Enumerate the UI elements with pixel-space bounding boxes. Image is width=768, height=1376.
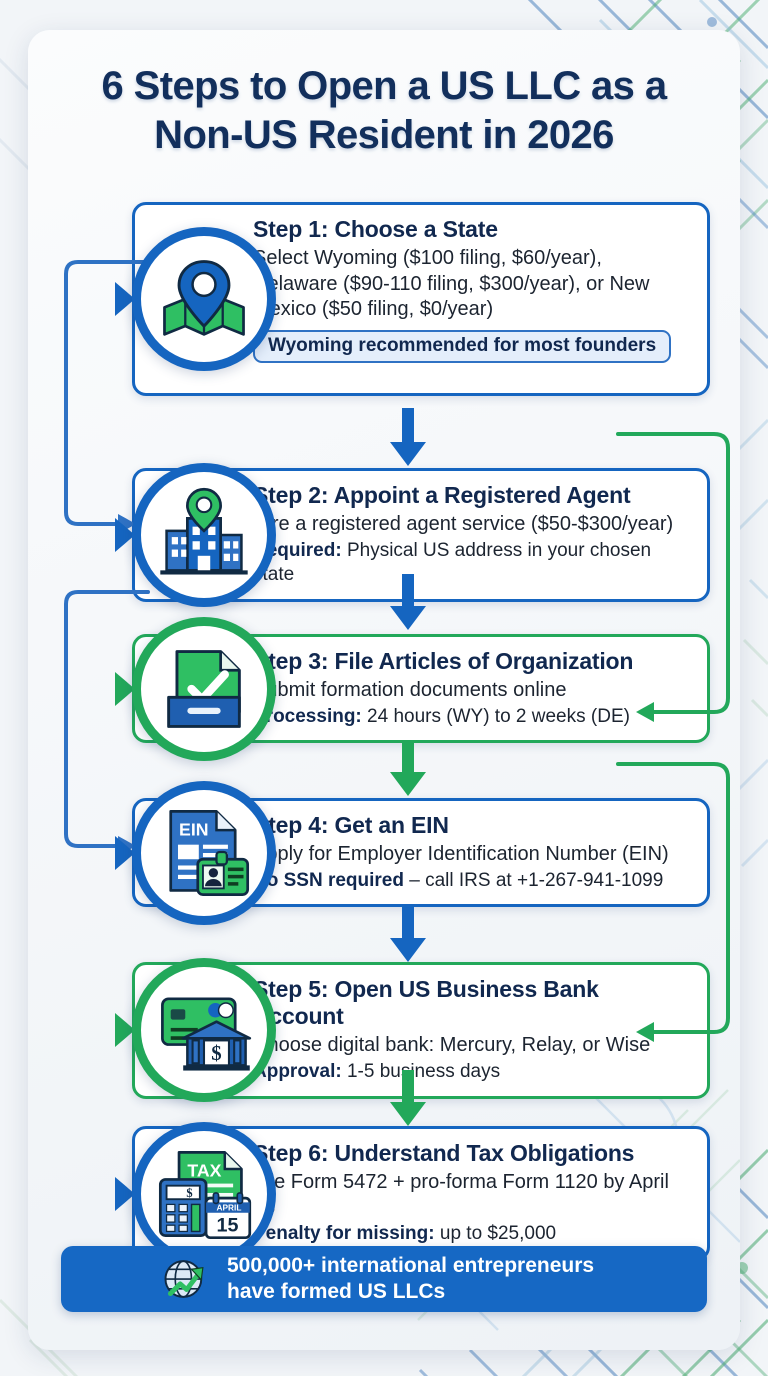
connector-step5-to-step6-bracket xyxy=(616,762,730,1042)
card-pointer-notch xyxy=(115,835,135,870)
banner-line-2: have formed US LLCs xyxy=(227,1280,446,1303)
step-description: Select Wyoming ($100 filing, $60/year), … xyxy=(253,247,650,321)
step-note-label: Penalty for missing: xyxy=(253,1223,435,1245)
card-pointer-notch xyxy=(115,282,135,316)
step-title: Step 3: File Articles of Organization xyxy=(253,648,634,674)
step-note: Processing: 24 hours (WY) to 2 weeks (DE… xyxy=(253,705,691,730)
step-item-3[interactable]: Step 3: File Articles of Organization Su… xyxy=(115,616,710,761)
step-badge-recommendation: Wyoming recommended for most founders xyxy=(253,329,672,363)
card-pointer-notch xyxy=(115,671,135,706)
credit-card-bank-icon: $ xyxy=(161,997,252,1071)
step-title: Step 4: Get an EIN xyxy=(253,812,449,838)
document-check-filing-icon xyxy=(167,649,241,728)
step-note-label: No SSN required xyxy=(253,869,404,891)
step-item-4[interactable]: Step 4: Get an EIN Apply for Employer Id… xyxy=(115,780,710,925)
tax-calculator-calendar-icon: TAX $ xyxy=(158,1150,252,1239)
card-pointer-notch xyxy=(115,1176,135,1211)
step-note-label: Approval: xyxy=(253,1060,342,1082)
step-description: File Form 5472 + pro-forma Form 1120 by … xyxy=(253,1171,669,1219)
step-description: Choose digital bank: Mercury, Relay, or … xyxy=(253,1034,651,1057)
connector-step3-to-step4-bracket xyxy=(616,432,730,722)
step-item-2[interactable]: Step 2: Appoint a Registered Agent Hire … xyxy=(115,463,710,608)
svg-text:APRIL: APRIL xyxy=(216,1202,241,1212)
step-note-text: Physical US address in your chosen state xyxy=(253,539,652,586)
page-title: 6 Steps to Open a US LLC as a Non-US Res… xyxy=(101,64,668,157)
banner-line-1: 500,000+ international entrepreneurs xyxy=(227,1254,595,1278)
step-note: No SSN required – call IRS at +1-267-941… xyxy=(253,869,691,894)
step-note-text: – call IRS at +1-267-941-1099 xyxy=(403,869,664,891)
step-icon-medallion-2 xyxy=(132,463,276,608)
step-description: Hire a registered agent service ($50-$30… xyxy=(253,513,674,536)
step-item-1[interactable]: Step 1: Choose a State Select Wyoming ($… xyxy=(115,202,710,396)
svg-text:$: $ xyxy=(186,1186,192,1200)
infographic-panel: 6 Steps to Open a US LLC as a Non-US Res… xyxy=(28,30,740,1350)
step-note-text: up to $25,000 xyxy=(434,1223,557,1245)
map-pin-location-icon xyxy=(163,260,245,336)
arrow-step5-to-step6 xyxy=(390,1070,426,1126)
arrow-step2-to-step3 xyxy=(390,574,426,630)
banner-text: 500,000+ international entrepreneurs hav… xyxy=(227,1253,594,1304)
card-pointer-notch xyxy=(115,1013,135,1048)
step-note-label: Processing: xyxy=(253,705,362,727)
globe-growth-arrow-icon xyxy=(164,1260,204,1298)
arrow-step1-to-step2 xyxy=(390,408,426,466)
step-note: Penalty for missing: up to $25,000 xyxy=(253,1222,691,1247)
stat-banner: 500,000+ international entrepreneurs hav… xyxy=(61,1246,707,1312)
step-title: Step 2: Appoint a Registered Agent xyxy=(253,482,631,508)
step-item-5[interactable]: Step 5: Open US Business Bank Account Ch… xyxy=(115,958,710,1103)
step-description: Apply for Employer Identification Number… xyxy=(253,843,669,866)
step-icon-medallion-1 xyxy=(132,227,276,371)
step-note-text: 1-5 business days xyxy=(341,1060,501,1082)
step-title: Step 6: Understand Tax Obligations xyxy=(253,1140,635,1166)
ein-document-id-card-icon: EIN xyxy=(169,809,250,896)
step-note: Approval: 1-5 business days xyxy=(253,1060,691,1085)
arrow-step4-to-step5 xyxy=(390,906,426,962)
office-building-pin-icon xyxy=(160,487,248,575)
step-icon-medallion-4: EIN xyxy=(132,780,276,925)
card-pointer-notch xyxy=(115,518,135,553)
step-note-text: 24 hours (WY) to 2 weeks (DE) xyxy=(361,705,630,727)
step-description: Submit formation documents online xyxy=(253,679,567,702)
step-title: Step 1: Choose a State xyxy=(253,216,498,242)
steps-list: Step 1: Choose a State Select Wyoming ($… xyxy=(28,202,740,1266)
step-icon-medallion-6: TAX $ xyxy=(132,1121,276,1266)
svg-text:15: 15 xyxy=(216,1214,238,1236)
step-icon-medallion-5: $ xyxy=(132,958,276,1103)
arrow-step3-to-step4 xyxy=(390,740,426,796)
svg-text:EIN: EIN xyxy=(179,819,208,839)
svg-text:TAX: TAX xyxy=(187,1160,221,1180)
step-item-6[interactable]: Step 6: Understand Tax Obligations File … xyxy=(115,1121,710,1266)
svg-text:$: $ xyxy=(211,1042,221,1065)
step-icon-medallion-3 xyxy=(132,616,276,761)
